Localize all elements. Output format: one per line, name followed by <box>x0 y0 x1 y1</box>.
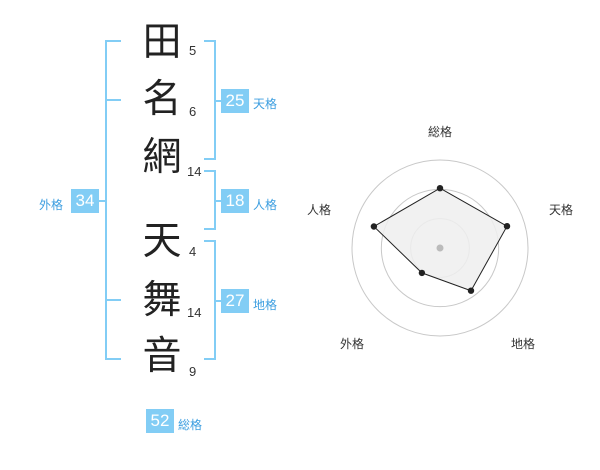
name-char-2: 名 <box>142 77 182 122</box>
stroke-count-4: 4 <box>189 244 197 259</box>
radar-axis-label-tenkaku: 天格 <box>549 203 574 217</box>
jinkaku-label: 人格 <box>253 198 278 212</box>
stroke-count-1: 5 <box>189 43 197 58</box>
stroke-count-6: 9 <box>189 364 197 379</box>
jinkaku-bracket <box>204 170 216 230</box>
radar-point-0 <box>436 185 444 192</box>
name-char-1: 田 <box>142 20 182 65</box>
radar-chart <box>351 159 529 337</box>
gaikaku-bracket <box>105 40 121 360</box>
chikaku-label: 地格 <box>253 298 278 312</box>
gaikaku-bracket-tick <box>99 200 105 202</box>
tenkaku-bracket <box>204 40 216 160</box>
tenkaku-bracket-tick <box>216 100 222 102</box>
soukaku-badge: 52 <box>146 409 174 433</box>
gaikaku-label: 外格 <box>39 198 64 212</box>
stroke-count-5: 14 <box>187 305 202 320</box>
name-char-5: 舞 <box>142 278 182 323</box>
radar-center-dot <box>436 244 444 252</box>
radar-axis-label-soukaku: 総格 <box>428 125 453 139</box>
chikaku-bracket <box>204 240 216 360</box>
jinkaku-bracket-tick <box>216 200 222 202</box>
soukaku-label: 総格 <box>178 418 203 432</box>
name-char-4: 天 <box>142 219 182 264</box>
gaikaku-tick-2 <box>105 299 121 301</box>
name-char-3: 網 <box>142 135 182 180</box>
tenkaku-label: 天格 <box>253 97 278 111</box>
radar-axis-label-chikaku: 地格 <box>511 337 536 351</box>
gaikaku-tick-1 <box>105 99 121 101</box>
radar-axis-label-gaikaku: 外格 <box>340 337 365 351</box>
gaikaku-badge: 34 <box>71 189 99 213</box>
radar-point-4 <box>370 223 378 230</box>
name-char-6: 音 <box>142 334 182 379</box>
radar-point-2 <box>467 287 475 294</box>
radar-grid-ring <box>351 159 529 337</box>
stroke-count-2: 6 <box>189 104 197 119</box>
radar-series-area <box>373 187 508 292</box>
chikaku-bracket-tick <box>216 300 222 302</box>
stroke-count-3: 14 <box>187 164 202 179</box>
chikaku-badge: 27 <box>221 289 249 313</box>
radar-point-1 <box>503 223 511 230</box>
radar-point-3 <box>418 269 426 277</box>
tenkaku-badge: 25 <box>221 89 249 113</box>
radar-axis-label-jinkaku: 人格 <box>307 203 332 217</box>
jinkaku-badge: 18 <box>221 189 249 213</box>
